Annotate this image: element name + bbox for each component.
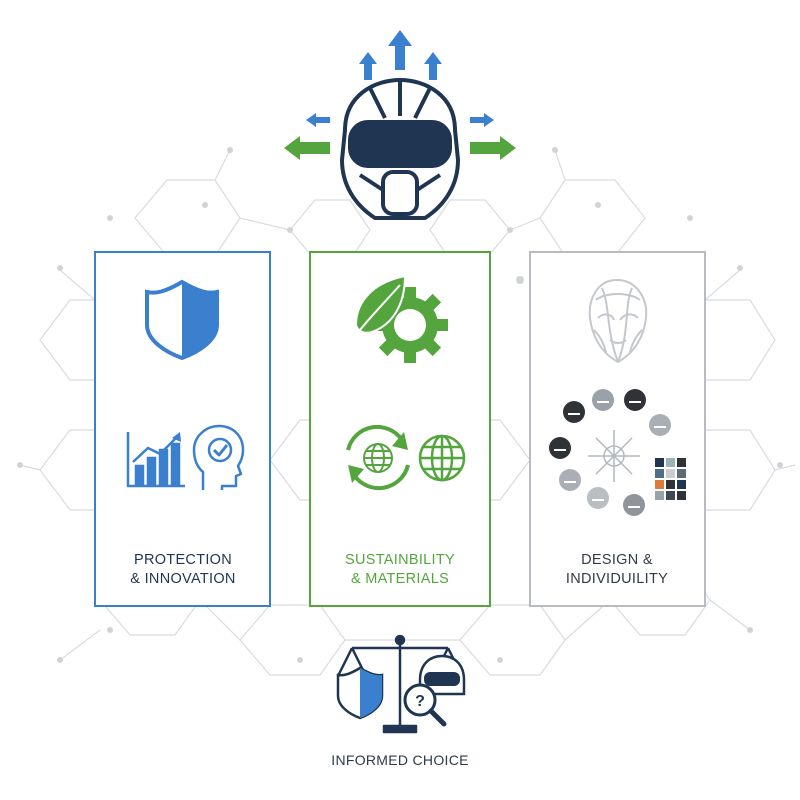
globe-icon xyxy=(418,434,466,482)
leaf-gear-icon xyxy=(354,274,448,363)
gear-tool-icon xyxy=(588,430,640,482)
svg-text:?: ? xyxy=(415,693,425,710)
helmet-mini-icon xyxy=(549,437,571,459)
arrow-side-icon xyxy=(284,113,516,160)
panel-label-line: & MATERIALS xyxy=(350,571,450,587)
helmet-small-icon xyxy=(418,654,466,696)
panel-label-protection: PROTECTION & INNOVATION xyxy=(96,551,270,589)
helmet-mini-icon xyxy=(587,487,609,509)
mind-check-icon xyxy=(192,424,245,490)
panel-label-line: SUSTAINBILITY xyxy=(345,552,455,568)
recycle-globe-icon xyxy=(346,424,410,491)
face-mask-icon xyxy=(588,278,648,364)
growth-chart-icon xyxy=(126,432,185,488)
helmet-mini-icon xyxy=(623,494,645,516)
shield-small-icon xyxy=(336,666,384,720)
helmet-with-arrows-icon xyxy=(284,30,516,220)
panel-label-design: DESIGN & INDIVIDUILITY xyxy=(530,551,704,589)
helmet-mini-icon xyxy=(649,414,671,436)
helmet-circle-icon xyxy=(549,389,671,516)
helmet-mini-icon xyxy=(559,469,581,491)
color-swatch-icon xyxy=(655,458,686,500)
magnifier-question-icon: ? xyxy=(403,683,447,727)
panel-label-line: & INNOVATION xyxy=(130,571,236,587)
informed-choice-caption: INFORMED CHOICE xyxy=(331,752,469,768)
panel-label-line: DESIGN & xyxy=(581,552,653,568)
panel-label-sustainability: SUSTAINBILITY & MATERIALS xyxy=(310,551,490,589)
helmet-mini-icon xyxy=(592,389,614,411)
shield-icon xyxy=(145,279,219,361)
helmet-mini-icon xyxy=(624,389,646,411)
panel-label-line: PROTECTION xyxy=(133,552,233,568)
panel-label-line: INDIVIDUILITY xyxy=(565,571,669,587)
arrow-up-icon xyxy=(359,30,442,80)
panel-design xyxy=(529,251,706,607)
scale-helmet-question-icon: ? xyxy=(336,634,466,734)
helmet-mini-icon xyxy=(563,401,585,423)
